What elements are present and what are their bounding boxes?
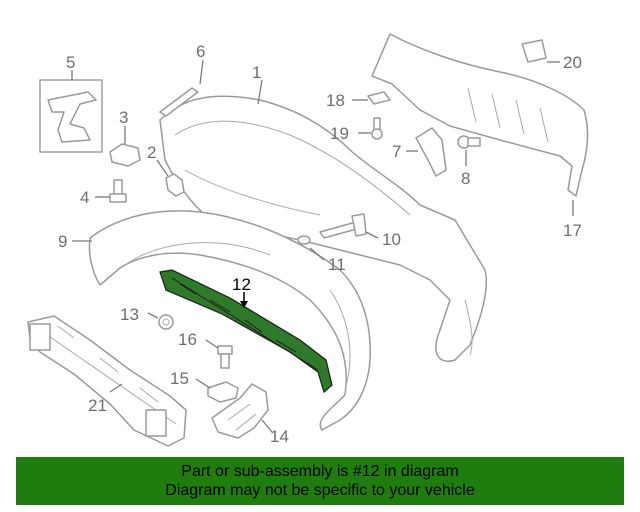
part-9-lower-panel[interactable] — [88, 210, 371, 431]
part-20-clip[interactable] — [521, 39, 547, 63]
part-4-bolt[interactable] — [109, 179, 127, 203]
part-8-sensor[interactable] — [457, 135, 481, 149]
callout-14[interactable]: 14 — [270, 427, 289, 446]
part-21-impact-beam[interactable] — [27, 315, 187, 447]
callout-4[interactable]: 4 — [80, 188, 89, 207]
callout-3[interactable]: 3 — [119, 108, 128, 127]
callout-9[interactable]: 9 — [58, 232, 67, 251]
leader-10 — [365, 231, 379, 239]
callout-16[interactable]: 16 — [178, 330, 197, 349]
leader-1 — [257, 79, 263, 105]
part-17-diffuser[interactable] — [371, 33, 589, 197]
part-12-bracket-highlighted[interactable] — [159, 269, 333, 394]
leader-21 — [109, 383, 123, 393]
leader-12-arrowhead — [240, 301, 248, 308]
part-13-nut[interactable] — [158, 314, 174, 330]
callout-13[interactable]: 13 — [120, 305, 139, 324]
callout-11[interactable]: 11 — [328, 255, 346, 274]
leader-6 — [199, 59, 204, 85]
leader-13 — [147, 312, 159, 319]
part-6-strip[interactable] — [159, 87, 199, 117]
part-16-bolt[interactable] — [217, 345, 233, 369]
callout-5[interactable]: 5 — [66, 53, 75, 72]
callout-8[interactable]: 8 — [461, 169, 470, 188]
callout-10[interactable]: 10 — [382, 230, 401, 249]
part-18-clip[interactable] — [367, 91, 391, 105]
callout-7[interactable]: 7 — [392, 142, 401, 161]
callout-15[interactable]: 15 — [170, 369, 189, 388]
part-5-inset-box[interactable] — [39, 79, 103, 153]
callout-6[interactable]: 6 — [196, 42, 205, 61]
leader-16 — [205, 339, 219, 349]
callout-2[interactable]: 2 — [147, 143, 156, 162]
leader-14 — [261, 419, 273, 433]
callout-20[interactable]: 20 — [563, 53, 582, 72]
part-15-clip[interactable] — [207, 381, 239, 403]
callout-1[interactable]: 1 — [252, 63, 261, 82]
banner-line-1: Part or sub-assembly is #12 in diagram — [181, 463, 459, 480]
part-11-washer[interactable] — [297, 235, 311, 245]
leader-2 — [156, 159, 169, 177]
callout-18[interactable]: 18 — [326, 91, 345, 110]
callout-21[interactable]: 21 — [88, 396, 107, 415]
leader-11 — [309, 247, 325, 261]
part-19-screw[interactable] — [371, 117, 383, 140]
callout-19[interactable]: 19 — [330, 124, 349, 143]
banner-line-2: Diagram may not be specific to your vehi… — [165, 482, 475, 499]
part-1-bumper-cover[interactable] — [159, 95, 488, 362]
part-3-clip[interactable] — [109, 143, 141, 167]
part-7-bracket[interactable] — [415, 127, 447, 177]
exploded-parts-diagram: 1 6 5 3 2 4 9 12 — [27, 33, 589, 447]
leader-15 — [195, 378, 211, 389]
callout-12[interactable]: 12 — [232, 275, 251, 294]
part-2-fastener[interactable] — [165, 173, 185, 197]
part-14-bracket[interactable] — [211, 383, 269, 439]
part-10-stud[interactable] — [319, 213, 367, 239]
callout-17[interactable]: 17 — [563, 221, 582, 240]
info-banner: Part or sub-assembly is #12 in diagram D… — [16, 457, 624, 505]
